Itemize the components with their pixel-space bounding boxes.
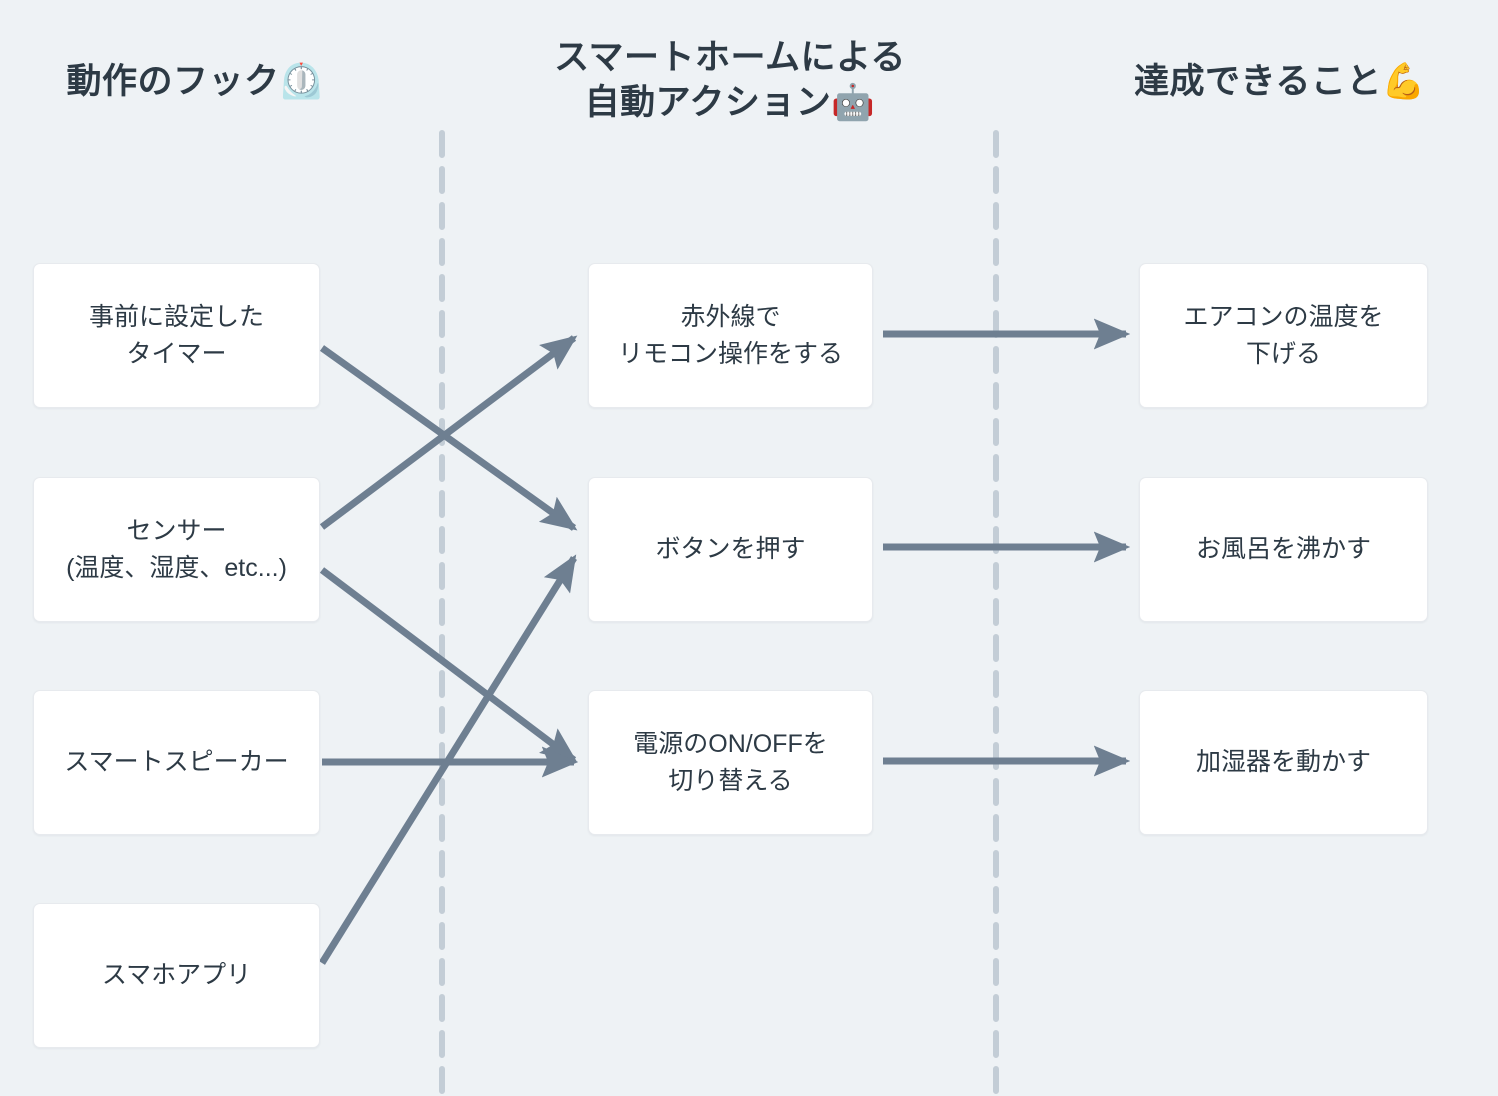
node-action-infrared-remote[interactable]: 赤外線で リモコン操作をする [588, 263, 873, 408]
node-hook-speaker[interactable]: スマートスピーカー [33, 690, 320, 835]
edge-app-to-button [319, 554, 577, 965]
column-heading-results: 達成できること💪 [1134, 62, 1426, 101]
node-result-run-humidifier[interactable]: 加湿器を動かす [1139, 690, 1428, 835]
edge-timer-to-button [319, 345, 578, 531]
node-hook-sensor[interactable]: センサー (温度、湿度、etc...) [33, 477, 320, 622]
edge-sensor-to-ir [319, 335, 578, 530]
node-result-heat-bath[interactable]: お風呂を沸かす [1139, 477, 1428, 622]
node-hook-timer[interactable]: 事前に設定した タイマー [33, 263, 320, 408]
node-hook-app[interactable]: スマホアプリ [33, 903, 320, 1048]
node-result-lower-ac-temperature[interactable]: エアコンの温度を 下げる [1139, 263, 1428, 408]
node-action-press-button[interactable]: ボタンを押す [588, 477, 873, 622]
column-heading-hooks: 動作のフック⏲️ [66, 62, 324, 101]
edge-sensor-to-power [319, 567, 578, 763]
column-heading-actions: スマートホームによる 自動アクション🤖 [554, 38, 906, 122]
node-action-power-toggle[interactable]: 電源のON/OFFを 切り替える [588, 690, 873, 835]
